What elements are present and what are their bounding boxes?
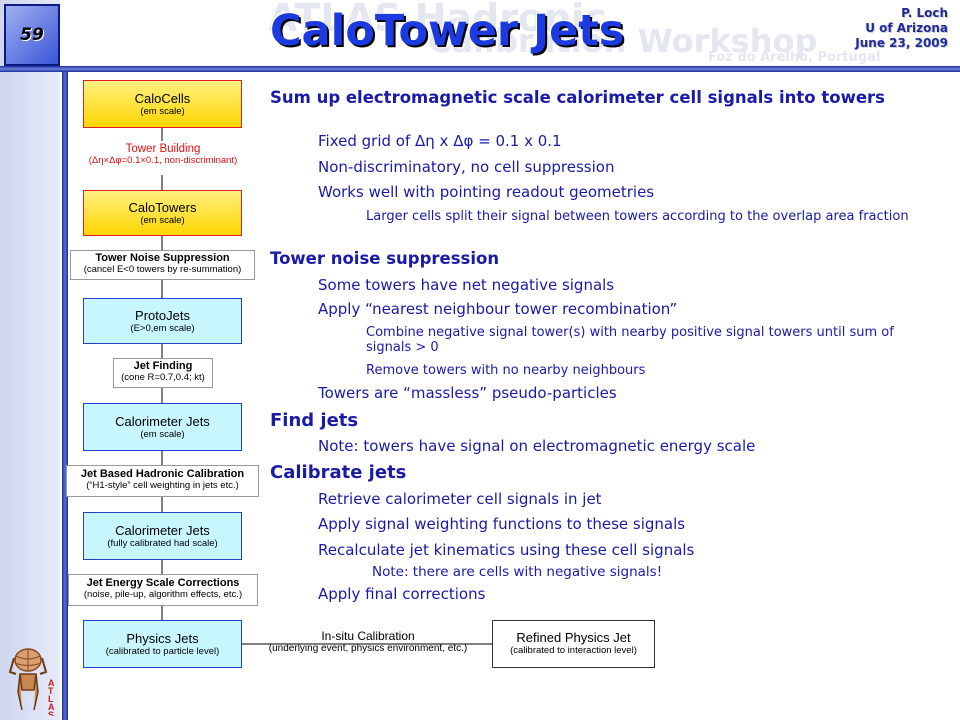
svg-text:A: A [48,702,55,712]
bullet-massless: Towers are “massless” pseudo-particles [318,384,617,402]
flow-box-calotowers: CaloTowers (em scale) [83,190,242,236]
flow-box-title: Calorimeter Jets [115,523,210,538]
bullet-retrieve: Retrieve calorimeter cell signals in jet [318,490,602,508]
bullet-apply-nearest: Apply “nearest neighbour tower recombina… [318,300,678,318]
flow-box-subtitle: (em scale) [140,429,185,440]
slide-number: 59 [20,25,44,45]
flow-label-subtitle: (cone R=0.7,0.4; kt) [121,372,205,383]
flow-box-subtitle: (fully calibrated had scale) [107,538,218,549]
flow-label-subtitle: (“H1-style” cell weighting in jets etc.) [86,480,239,491]
flow-box-calorimeter-jets-had: Calorimeter Jets (fully calibrated had s… [83,512,242,560]
flow-label-jet-finding: Jet Finding (cone R=0.7,0.4; kt) [113,358,213,388]
flow-label-title: Jet Energy Scale Corrections [86,577,240,589]
flow-box-physics-jets: Physics Jets (calibrated to particle lev… [83,620,242,668]
svg-text:S: S [48,710,54,716]
bullet-apply-weighting: Apply signal weighting functions to thes… [318,515,686,533]
left-divider [62,72,68,720]
flow-box-subtitle: (em scale) [140,106,185,117]
bullet-fixed-grid: Fixed grid of Δη x Δφ = 0.1 x 0.1 [318,132,562,150]
bullet-works-well: Works well with pointing readout geometr… [318,183,655,201]
flow-box-subtitle: (E>0,em scale) [130,323,195,334]
flow-box-title: CaloTowers [128,200,197,215]
bullet-some-towers: Some towers have net negative signals [318,276,615,294]
background-title-line2: Calibration Workshop [428,22,818,60]
flow-label-subtitle: (cancel E<0 towers by re-summation) [83,264,242,275]
atlas-figure-icon: A T L A S [8,648,55,720]
flow-label-subtitle: (Δη×Δφ=0.1×0.1, non-discriminant) [88,155,238,166]
flow-label-hadronic-calibration: Jet Based Hadronic Calibration (“H1-styl… [66,465,259,497]
heading-tower-noise: Tower noise suppression [270,249,500,268]
background-title-line1: ATLAS Hadronic [268,0,607,40]
flow-label-title: Jet Based Hadronic Calibration [80,468,245,480]
atlas-logo: A T L A S [4,648,60,720]
flow-label-subtitle: (underlying event, physics environment, … [268,643,468,654]
flow-box-calocells: CaloCells (em scale) [83,80,242,128]
author-affiliation: U of Arizona [865,21,948,35]
subbullet-note-negative: Note: there are cells with negative sign… [372,564,663,580]
left-sidebar-band [0,0,60,720]
flow-box-title: ProtoJets [135,308,190,323]
flow-label-subtitle: (noise, pile-up, algorithm effects, etc.… [83,589,243,600]
bullet-note-towers: Note: towers have signal on electromagne… [318,437,756,455]
bullet-recalculate: Recalculate jet kinematics using these c… [318,541,695,559]
flow-label-title: Tower Building [125,143,201,155]
flow-box-subtitle: (calibrated to interaction level) [510,645,637,656]
svg-text:A: A [48,678,55,688]
header-divider [0,66,960,72]
header-background: ATLAS Hadronic Calibration Workshop Foz … [68,0,960,66]
background-title-line3: Foz do Arelho, Portugal [708,50,881,65]
flow-label-tower-noise: Tower Noise Suppression (cancel E<0 towe… [70,250,255,280]
flow-box-title: Calorimeter Jets [115,414,210,429]
flow-label-title: Jet Finding [133,360,193,372]
heading-sum-up: Sum up electromagnetic scale calorimeter… [270,88,885,107]
flow-box-refined-physics-jet: Refined Physics Jet (calibrated to inter… [492,620,655,668]
flow-box-protojets: ProtoJets (E>0,em scale) [83,298,242,344]
heading-calibrate-jets: Calibrate jets [270,462,407,483]
svg-text:T: T [48,686,54,696]
slide-number-box: 59 [4,4,60,66]
flow-label-title: In-situ Calibration [258,629,478,643]
svg-text:L: L [48,694,54,704]
subbullet-combine: Combine negative signal tower(s) with ne… [366,325,894,355]
slide-title: CaloTower Jets [270,6,625,56]
flow-box-subtitle: (em scale) [140,215,185,226]
bullet-apply-final: Apply final corrections [318,585,486,603]
flow-box-title: Refined Physics Jet [516,630,631,645]
flow-box-subtitle: (calibrated to particle level) [105,646,220,657]
flow-label-insitu-calibration: In-situ Calibration (underlying event, p… [258,627,478,661]
subbullet-remove: Remove towers with no nearby neighbours [366,363,646,378]
flow-box-calorimeter-jets-em: Calorimeter Jets (em scale) [83,403,242,451]
flow-label-tower-building: Tower Building (Δη×Δφ=0.1×0.1, non-discr… [77,141,249,175]
flow-label-jes-corrections: Jet Energy Scale Corrections (noise, pil… [68,574,258,606]
slide-date: June 23, 2009 [855,36,948,50]
flow-label-title: Tower Noise Suppression [95,252,230,264]
flow-box-title: CaloCells [134,91,191,106]
subbullet-larger-cells: Larger cells split their signal between … [366,209,909,224]
author-name: P. Loch [901,6,948,20]
flow-box-title: Physics Jets [126,631,199,646]
bullet-non-discriminatory: Non-discriminatory, no cell suppression [318,158,615,176]
author-block: P. Loch U of Arizona June 23, 2009 [855,6,948,51]
heading-find-jets: Find jets [270,410,359,431]
